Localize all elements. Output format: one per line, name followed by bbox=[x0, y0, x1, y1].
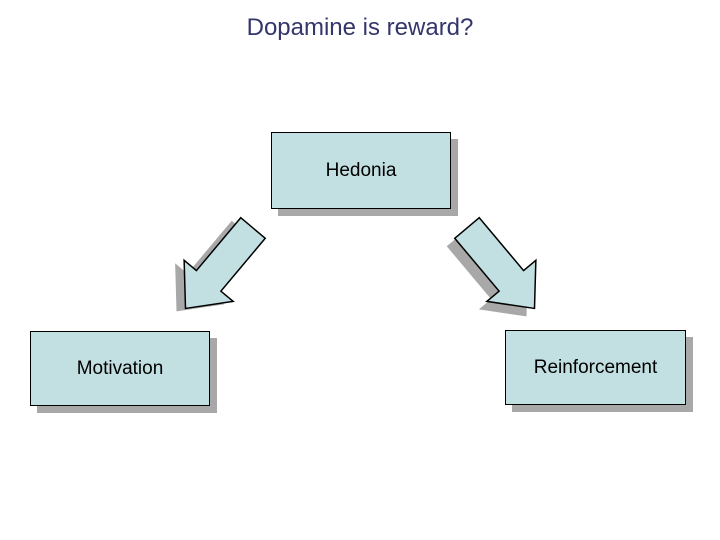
slide-title: Dopamine is reward? bbox=[246, 14, 474, 41]
node-motivation: Motivation bbox=[30, 331, 210, 406]
node-hedonia-label: Hedonia bbox=[325, 159, 397, 181]
node-hedonia: Hedonia bbox=[271, 132, 451, 209]
node-reinforcement-label: Reinforcement bbox=[533, 356, 658, 378]
node-reinforcement: Reinforcement bbox=[505, 330, 686, 405]
arrow-down-left-shadow bbox=[175, 220, 257, 312]
arrow-down-right-body bbox=[453, 216, 537, 310]
arrow-down-right-shadow bbox=[446, 225, 528, 317]
node-motivation-label: Motivation bbox=[76, 357, 164, 379]
arrow-down-left-body bbox=[183, 216, 267, 310]
arrow-down-right-icon bbox=[446, 216, 537, 317]
arrow-down-left-icon bbox=[175, 216, 267, 312]
